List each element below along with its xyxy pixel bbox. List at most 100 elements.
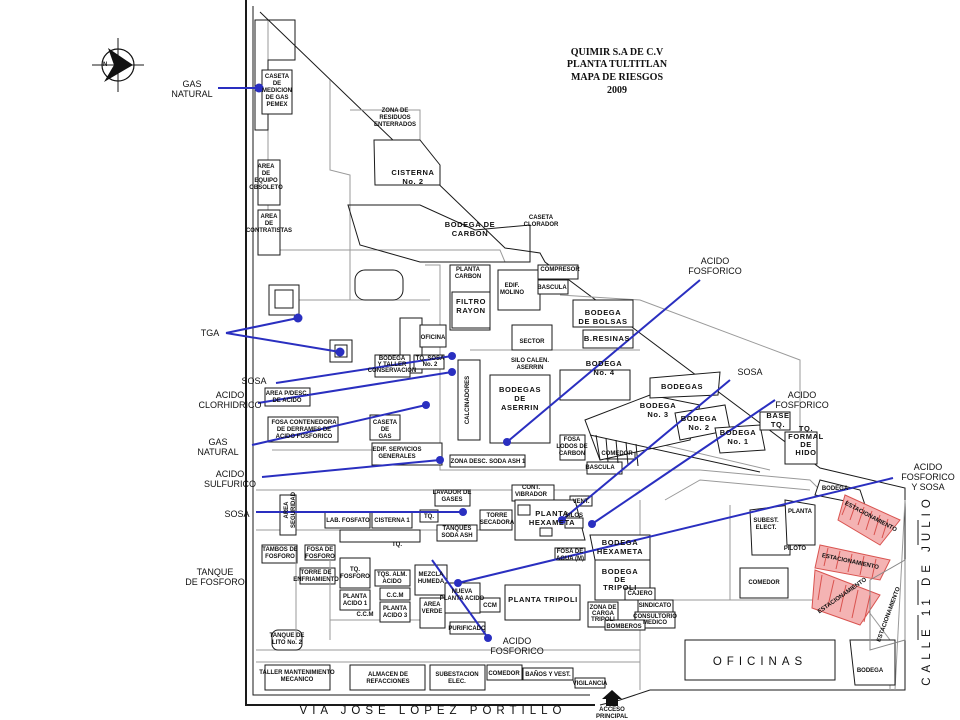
leader-acido-clorhidrico — [257, 371, 453, 404]
label-purificado: PURIFICADO — [448, 626, 486, 632]
risk-marker-acido-fosforico-3[interactable] — [484, 634, 492, 642]
main-access-label-2: PRINCIPAL — [596, 714, 628, 720]
upper-zones — [254, 19, 531, 374]
risk-marker-acido-fosforico-2[interactable] — [588, 520, 596, 528]
building-filtro-rayon — [451, 291, 491, 329]
risk-marker-tga-1[interactable] — [293, 313, 303, 323]
building-subestacion — [429, 664, 486, 691]
risk-marker-gas-natural[interactable] — [254, 83, 264, 93]
label-cajero: CAJERO — [627, 591, 652, 597]
risk-marker-acido-fosforico-sosa[interactable] — [454, 579, 462, 587]
parking-low — [811, 569, 881, 626]
building-bascula-mid — [586, 461, 623, 475]
lower-plant — [261, 484, 676, 691]
label-vent: VENT. — [572, 499, 589, 505]
label-cisterna-1: CISTERNA 1 — [374, 518, 410, 524]
building-area-seguridad — [279, 494, 297, 536]
label-comedor-right: COMEDOR — [748, 580, 780, 586]
label-tq-fosforo: TQ.FOSFORO — [340, 567, 370, 580]
leader-acido-fosforico-right — [591, 399, 776, 525]
label-planta-tripoli: PLANTA TRIPOLI — [508, 595, 578, 604]
leader-gas-natural-mid — [251, 404, 427, 446]
risk-marker-gas-natural-2[interactable] — [422, 401, 430, 409]
main-access-arrow-icon — [602, 690, 622, 706]
parking-mid — [814, 544, 891, 581]
label-bodega-bottom-right: BODEGA — [857, 668, 884, 674]
building-fosa-lodos — [559, 434, 586, 461]
risk-marker-acido-clorhidrico[interactable] — [448, 368, 456, 376]
label-sosa-right: SOSA — [737, 367, 762, 377]
building-sector — [511, 324, 553, 351]
parking-right — [869, 559, 906, 651]
risk-marker-sosa-2[interactable] — [459, 508, 467, 516]
label-calcinadores: CALCINADORES — [465, 376, 471, 424]
label-tga: TGA — [201, 328, 220, 338]
building-bascula-top — [537, 279, 569, 295]
building-area-equipo — [257, 159, 281, 206]
leader-acido-fosforico-sosa — [457, 477, 894, 584]
label-tq-small: TQ. — [424, 514, 434, 520]
building-edif-servicios — [371, 442, 443, 466]
label-edif-molino: EDIF.MOLINO — [500, 283, 524, 296]
label-bascula-mid: BASCULA — [585, 465, 615, 471]
building-bodegas-mid — [649, 371, 721, 399]
risk-leader-lines — [218, 87, 894, 639]
risk-marker-acido-fosforico-1[interactable] — [503, 438, 511, 446]
building-bodega-4 — [559, 369, 631, 401]
building-torre-enfriamiento — [299, 567, 336, 585]
main-access-label-1: ACCESO — [599, 707, 625, 713]
risk-marker-sosa-3[interactable] — [558, 516, 566, 524]
label-piloto: PILOTO — [784, 546, 807, 552]
leader-sosa-left — [275, 355, 453, 384]
label-compresor: COMPRESOR — [540, 267, 580, 273]
building-edif-molino — [497, 269, 541, 311]
compass-north-label: N — [103, 62, 107, 68]
risk-marker-sosa[interactable] — [448, 352, 456, 360]
leader-acido-sulfurico — [261, 459, 441, 478]
building-tanques-soda — [436, 524, 478, 542]
label-bomberos: BOMBEROS — [606, 624, 641, 630]
label-sosa-left: SOSA — [241, 376, 266, 386]
building-bodega-bolsas — [572, 299, 634, 328]
label-area-desc-acido: AREA P/DESC.DE ACIDO — [266, 391, 309, 404]
building-fosa-fosforo — [304, 544, 336, 561]
north-arrow-icon — [104, 48, 133, 82]
leader-acido-fosforico-bottom — [431, 559, 489, 639]
building-cisterna-2 — [373, 139, 441, 186]
risk-marker-tga-2[interactable] — [335, 347, 345, 357]
building-banos — [522, 667, 574, 681]
title-plant: PLANTA TULTITLAN — [567, 59, 668, 70]
building-bodega-bottom-right — [849, 639, 896, 686]
building-planta-acido-1 — [339, 589, 371, 611]
street-calle-11-julio: CALLE 11 DE JULIO — [921, 494, 933, 686]
building-tqs-alm-acido — [374, 569, 411, 587]
office-parking-area — [684, 479, 919, 686]
leader-tga-a — [225, 317, 299, 334]
risk-marker-acido-sulfurico[interactable] — [436, 456, 444, 464]
building-taller-mantenimiento — [264, 664, 331, 691]
building-b-resinas — [582, 329, 634, 349]
label-silo-calen: SILO CALEN.ASERRIN — [511, 358, 549, 371]
